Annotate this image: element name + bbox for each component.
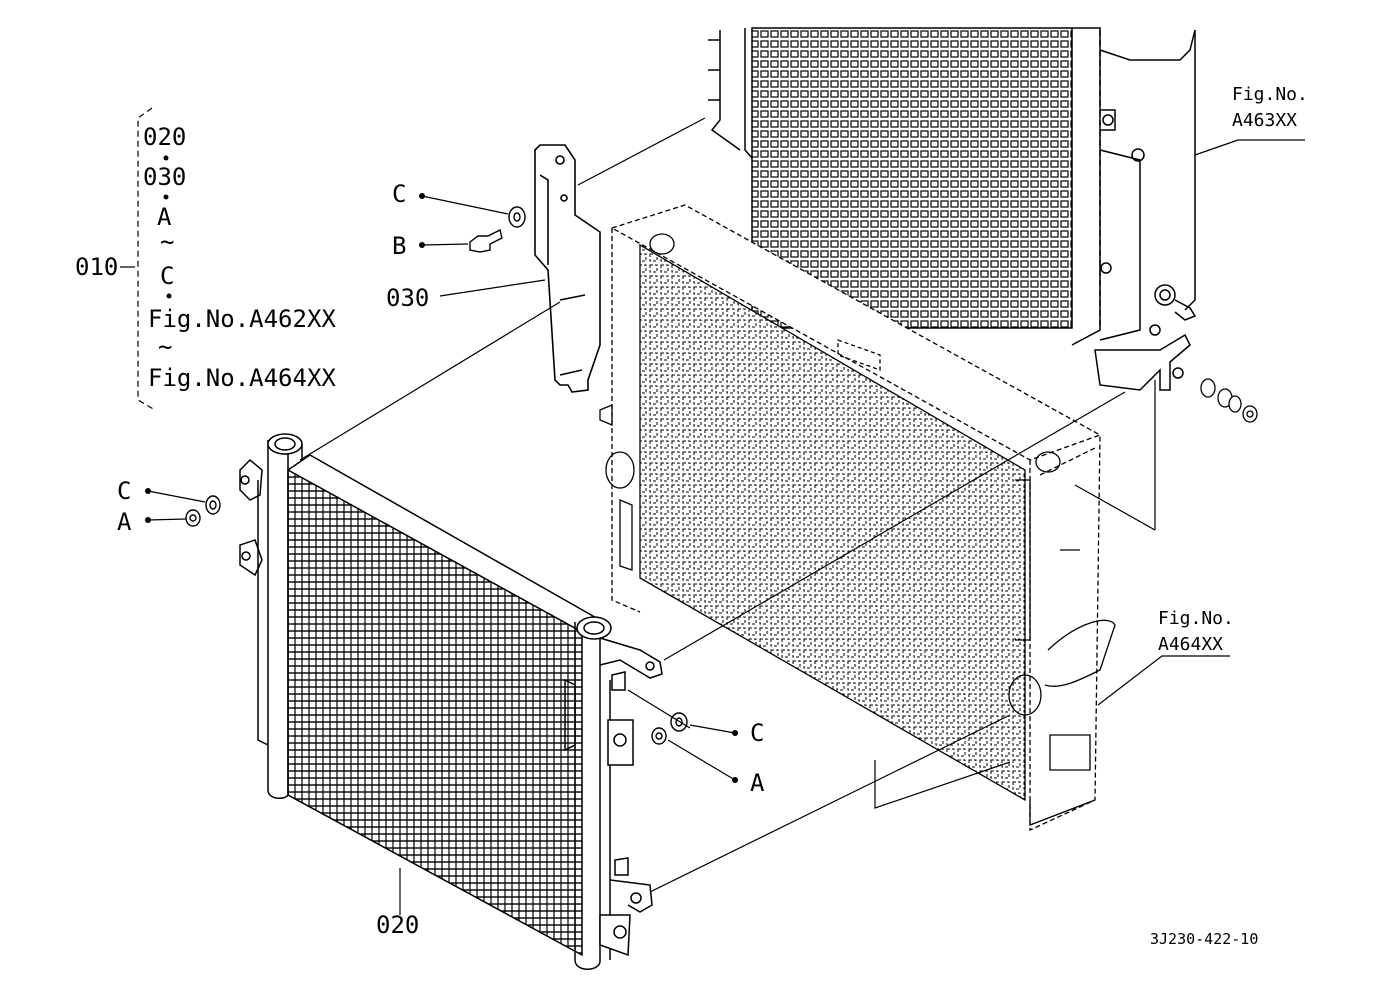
figref-top-line2: A463XX — [1232, 110, 1298, 131]
callout-020: 020 — [376, 911, 420, 939]
drawing-number: 3J230-422-10 — [1150, 930, 1259, 948]
group-item-020: 020 — [143, 123, 187, 151]
group-bullets — [163, 155, 172, 299]
figref-right-line1: Fig.No. — [1158, 608, 1234, 629]
callout-c-top: C — [392, 180, 407, 208]
group-item-a: A — [157, 203, 172, 231]
group-item-c: C — [160, 262, 175, 290]
range-mark-1: ~ — [160, 228, 175, 256]
callout-c-left: C — [117, 477, 132, 505]
callout-a-left: A — [117, 508, 132, 536]
group-item-030: 030 — [143, 163, 187, 191]
callout-a-right: A — [750, 769, 765, 797]
figref-top-line1: Fig.No. — [1232, 84, 1308, 105]
left-fasteners — [185, 495, 221, 527]
group-item-fig-a464: Fig.No.A464XX — [148, 364, 336, 392]
callout-010: 010 — [75, 253, 119, 281]
condenser-020 — [239, 433, 663, 970]
right-lower-fasteners — [651, 712, 688, 745]
figref-right-line2: A464XX — [1158, 634, 1224, 655]
range-mark-2: ~ — [158, 333, 173, 361]
group-item-fig-a462: Fig.No.A462XX — [148, 305, 336, 333]
callout-030: 030 — [386, 284, 430, 312]
right-fasteners — [1200, 378, 1258, 423]
leader-lines — [120, 107, 1305, 915]
callout-b-top: B — [392, 232, 407, 260]
callout-dots — [145, 193, 738, 783]
callout-c-right: C — [750, 719, 765, 747]
bracket-030 — [534, 144, 601, 393]
middle-radiator — [599, 204, 1116, 832]
bolt-b — [469, 206, 526, 253]
